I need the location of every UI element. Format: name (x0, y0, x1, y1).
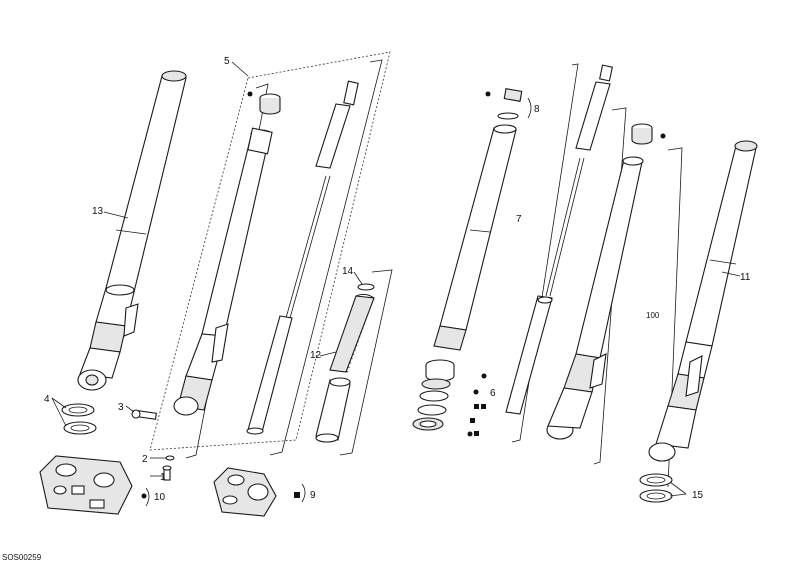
kit-outline-5 (149, 51, 391, 451)
inner-tube-right (546, 123, 666, 440)
bushing-top-left (247, 91, 281, 115)
callout-100: 100 (646, 311, 660, 320)
symbol-square (474, 404, 479, 409)
callout-labels: 1 2 3 4 5 6 7 8 9 10 11 12 13 14 15 100 (44, 56, 751, 503)
callout-11: 11 (740, 272, 751, 283)
seal-kit-10 (39, 455, 133, 515)
callout-15: 15 (692, 490, 704, 501)
callout-10: 10 (154, 492, 166, 503)
washers-15 (639, 473, 673, 503)
symbol-circle-square (467, 431, 473, 437)
callout-8: 8 (534, 104, 540, 115)
inner-tube-left (173, 127, 273, 416)
damper-rod-right-7 (505, 64, 613, 415)
callout-1: 1 (160, 472, 166, 483)
outer-tube-left-13 (77, 70, 187, 391)
washers-4 (61, 403, 97, 435)
leader-lines (51, 61, 741, 507)
drawing-code: SOS00259 (2, 553, 42, 562)
spring-14 (329, 283, 375, 373)
callout-12: 12 (310, 350, 322, 361)
callout-14: 14 (342, 266, 354, 277)
damper-rod-left (246, 80, 359, 435)
callout-9: 9 (310, 490, 316, 501)
callout-7: 7 (516, 214, 522, 225)
seal-stack (412, 359, 455, 431)
seal-kit-9 (213, 467, 277, 517)
callout-4: 4 (44, 394, 50, 405)
outer-tube-right-11 (648, 140, 758, 462)
symbol-circle (481, 373, 487, 379)
callout-6: 6 (490, 388, 496, 399)
callout-13: 13 (92, 206, 104, 217)
top-cap-8 (485, 88, 523, 120)
outer-tube-middle (433, 124, 517, 351)
callout-2: 2 (142, 454, 148, 465)
screws (131, 409, 175, 481)
legend-symbols (141, 373, 487, 499)
spacer-12 (315, 377, 351, 443)
callout-3: 3 (118, 402, 124, 413)
callout-5: 5 (224, 56, 230, 67)
